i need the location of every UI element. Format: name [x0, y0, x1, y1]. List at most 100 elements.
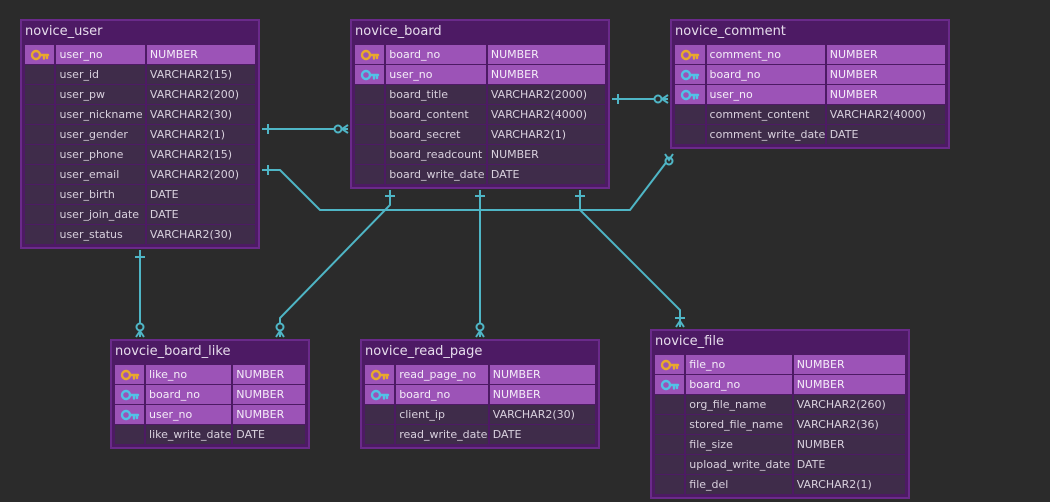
column-name: user_id — [56, 65, 145, 84]
column-type: VARCHAR2(4000) — [826, 105, 946, 124]
column-name: user_no — [56, 45, 145, 64]
column-name: read_page_no — [396, 365, 488, 384]
key-slot — [25, 225, 55, 244]
column-name: user_birth — [56, 185, 145, 204]
column-type: NUMBER — [793, 375, 905, 394]
column-type: NUMBER — [487, 145, 605, 164]
column-type: DATE — [793, 455, 905, 474]
column-type: VARCHAR2(1) — [793, 475, 905, 494]
column-name: board_write_date — [386, 165, 486, 184]
column-type: NUMBER — [489, 365, 595, 384]
column-name: stored_file_name — [686, 415, 792, 434]
primary-key-icon — [355, 45, 385, 64]
column-name: file_del — [686, 475, 792, 494]
primary-key-icon — [675, 45, 705, 64]
column-type: VARCHAR2(1) — [146, 125, 256, 144]
column-type: VARCHAR2(1) — [487, 125, 605, 144]
key-slot — [25, 85, 55, 104]
key-slot — [355, 85, 385, 104]
column-name: comment_write_date — [706, 125, 825, 144]
column-name: user_gender — [56, 125, 145, 144]
many-mark — [340, 124, 349, 134]
column-type: VARCHAR2(30) — [146, 225, 256, 244]
foreign-key-icon — [675, 85, 705, 104]
column-name: board_no — [686, 375, 792, 394]
column-type: NUMBER — [826, 85, 946, 104]
column-name: user_join_date — [56, 205, 145, 224]
key-slot — [675, 125, 705, 144]
column-name: board_no — [706, 65, 825, 84]
foreign-key-icon — [115, 385, 145, 404]
table-title: novice_read_page — [365, 344, 483, 359]
column-type: VARCHAR2(4000) — [487, 105, 605, 124]
primary-key-icon — [365, 365, 395, 384]
column-type: NUMBER — [233, 385, 305, 404]
column-name: comment_no — [706, 45, 825, 64]
key-slot — [25, 165, 55, 184]
column-name: board_readcount — [386, 145, 486, 164]
key-slot — [655, 475, 685, 494]
key-slot — [655, 455, 685, 474]
column-name: user_status — [56, 225, 145, 244]
primary-key-icon — [25, 45, 55, 64]
many-mark — [675, 319, 685, 328]
primary-key-icon — [655, 355, 685, 374]
column-name: like_no — [146, 365, 232, 384]
key-slot — [115, 425, 145, 444]
key-slot — [355, 145, 385, 164]
column-type: NUMBER — [233, 365, 305, 384]
key-slot — [25, 105, 55, 124]
table-title: novice_user — [25, 24, 103, 39]
column-type: NUMBER — [489, 385, 595, 404]
column-name: board_no — [146, 385, 232, 404]
column-name: board_secret — [386, 125, 486, 144]
many-mark — [135, 329, 145, 338]
key-slot — [355, 125, 385, 144]
column-name: board_no — [386, 45, 486, 64]
